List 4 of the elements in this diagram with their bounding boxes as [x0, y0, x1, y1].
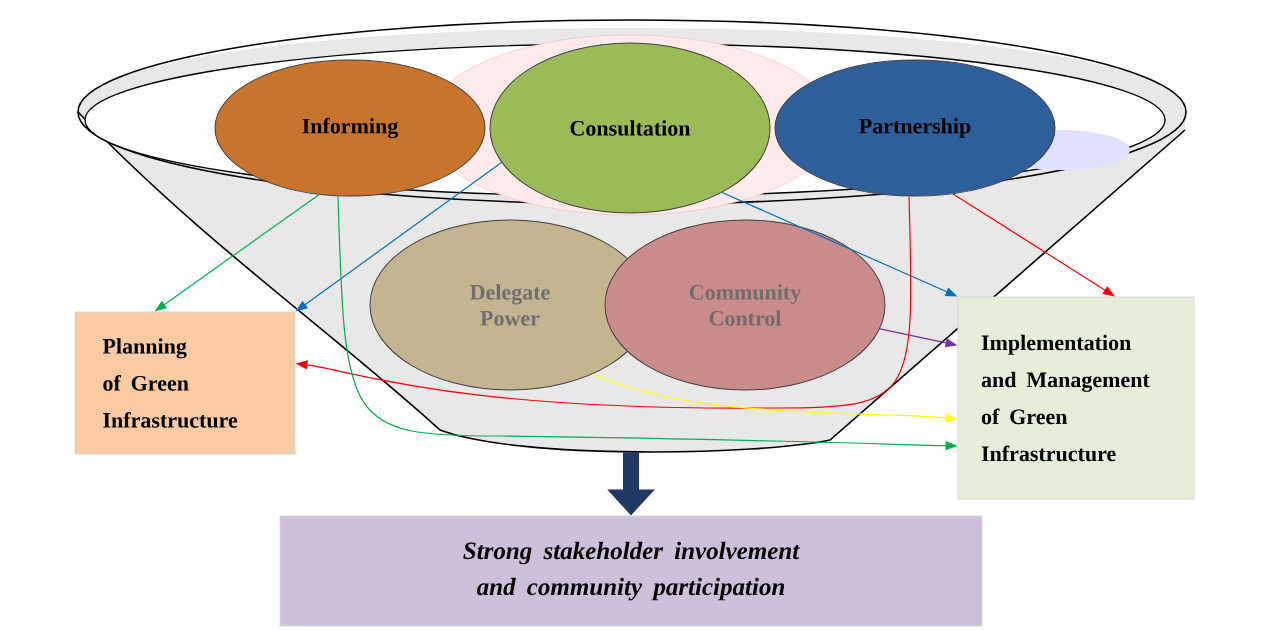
implementation-box: Implementation and Management of Green Infrastructure: [957, 296, 1195, 500]
outcome-box: Strong stakeholder involvement and community participation: [279, 515, 983, 627]
arrow: [952, 193, 1115, 297]
planning-box: Planning of Green Infrastructure: [74, 311, 296, 455]
